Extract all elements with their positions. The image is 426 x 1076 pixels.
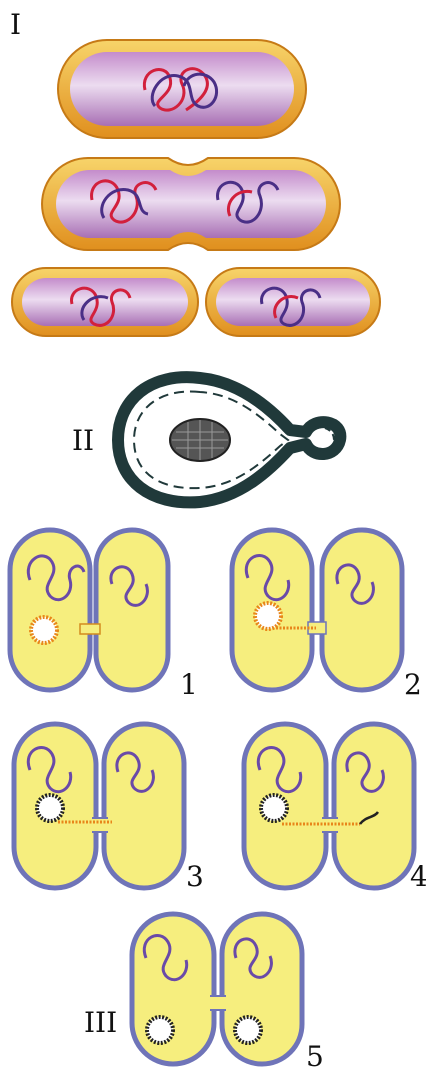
fission-cell-whole xyxy=(58,40,306,138)
donor-cell xyxy=(10,530,90,690)
conjugation-step-3 xyxy=(14,724,184,888)
plasmid-icon xyxy=(261,795,287,821)
recipient-cell xyxy=(96,530,168,690)
plasmid-icon xyxy=(31,617,57,643)
fission-cell-dividing xyxy=(42,158,340,250)
bridge xyxy=(308,622,326,634)
fission-daughter-right xyxy=(206,268,380,336)
step-label-2: 2 xyxy=(404,668,422,701)
step-label-4: 4 xyxy=(410,860,426,893)
yeast-budding-cell xyxy=(118,377,340,502)
step-label-5: 5 xyxy=(306,1040,324,1073)
plasmid-icon xyxy=(235,1017,261,1043)
section-label-3: III xyxy=(84,1006,117,1039)
conjugation-step-4 xyxy=(244,724,414,888)
conjugation-step-1 xyxy=(10,530,168,690)
plasmid-icon xyxy=(147,1017,173,1043)
step-label-1: 1 xyxy=(180,668,198,701)
fission-daughter-left xyxy=(12,268,198,336)
plasmid-icon xyxy=(255,603,281,629)
step-label-3: 3 xyxy=(186,860,204,893)
section-label-2: II xyxy=(72,424,94,457)
conjugation-step-5 xyxy=(132,914,302,1064)
section-label-1: I xyxy=(10,8,21,41)
plasmid-icon xyxy=(37,795,63,821)
pilus xyxy=(80,624,100,634)
conjugation-step-2 xyxy=(232,530,402,690)
